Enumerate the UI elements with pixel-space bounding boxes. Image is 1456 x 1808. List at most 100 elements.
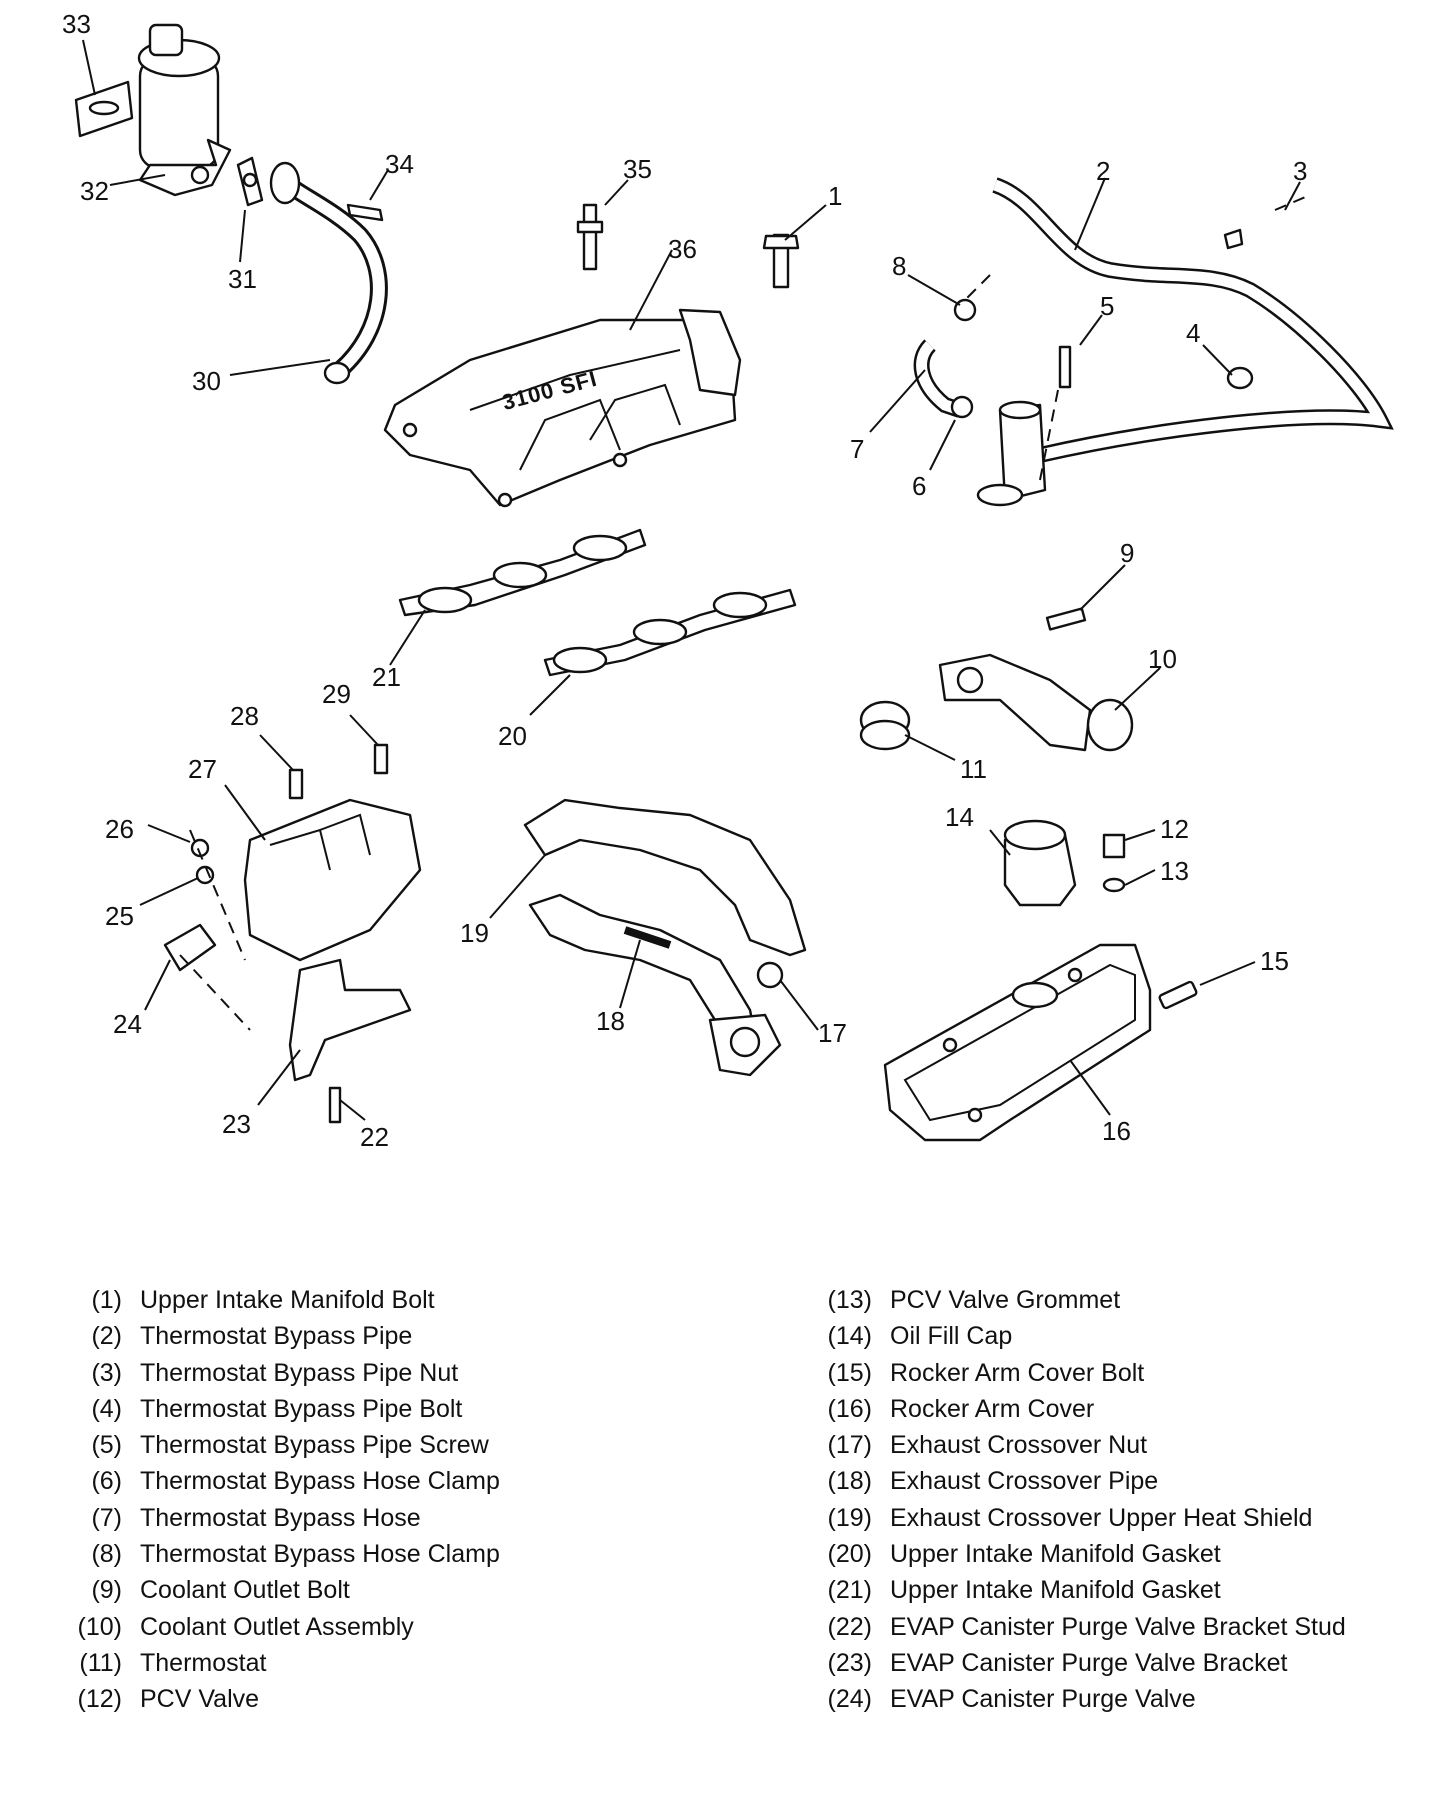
callout-5: 5 [1100,291,1114,321]
legend-item-number: (1) [91,1286,122,1314]
callout-7: 7 [850,434,864,464]
legend-item-number: (11) [79,1648,122,1677]
legend-item-number: (21) [827,1576,872,1605]
callout-23: 23 [222,1109,251,1139]
callout-34: 34 [385,149,414,179]
callout-8: 8 [892,251,906,281]
legend-item-label: Oil Fill Cap [890,1322,1013,1351]
legend-item: (12) PCV Valve [50,1681,500,1717]
legend-item-label: Exhaust Crossover Upper Heat Shield [890,1503,1313,1532]
legend-item-number: (5) [91,1431,122,1460]
callout-18: 18 [596,1006,625,1036]
legend-item: (15) Rocker Arm Cover Bolt [790,1355,1346,1391]
legend-item: (16) Rocker Arm Cover [790,1391,1346,1427]
legend-item: (24)EVAP Canister Purge Valve [790,1681,1346,1717]
legend-item: (17)Exhaust Crossover Nut [790,1427,1346,1463]
callout-9: 9 [1120,538,1134,568]
legend-item-number: (20) [827,1540,872,1569]
legend-item-label: Thermostat Bypass Pipe Screw [140,1431,489,1460]
legend-item-number: (4) [91,1394,122,1423]
legend-item-number: (7) [91,1503,122,1532]
legend-item: (14) Oil Fill Cap [790,1318,1346,1354]
callout-6: 6 [912,471,926,501]
legend-item-number: (19) [827,1503,872,1532]
legend-item-label: Thermostat Bypass Hose Clamp [140,1540,500,1569]
legend-item-label: Coolant Outlet Bolt [140,1576,350,1605]
legend-item: (11) Thermostat [50,1645,500,1681]
callout-29: 29 [322,679,351,709]
callout-3: 3 [1293,156,1307,186]
legend-item: (23)EVAP Canister Purge Valve Bracket [790,1645,1346,1681]
legend-item: (4) Thermostat Bypass Pipe Bolt [50,1391,500,1427]
callout-17: 17 [818,1018,847,1048]
callout-35: 35 [623,154,652,184]
legend-item-number: (2) [91,1322,122,1351]
legend-item: (19) Exhaust Crossover Upper Heat Shield [790,1500,1346,1536]
legend-item: (21)Upper Intake Manifold Gasket [790,1572,1346,1608]
legend-item-number: (12) [77,1685,122,1714]
upper-intake-manifold-illustration: 3100 SFI [383,308,742,508]
callout-28: 28 [230,701,259,731]
legend-item-label: EVAP Canister Purge Valve [890,1685,1196,1714]
callout-32: 32 [80,176,109,206]
callout-33: 33 [62,9,91,39]
callout-19: 19 [460,918,489,948]
legend-item: (1)Upper Intake Manifold Bolt [50,1282,500,1318]
legend-item: (6)Thermostat Bypass Hose Clamp [50,1463,499,1499]
callout-10: 10 [1148,644,1177,674]
callout-11: 11 [960,754,987,784]
legend-item-label: Thermostat Bypass Pipe [140,1322,413,1351]
callout-36: 36 [668,234,697,264]
legend-item-number: (3) [91,1358,122,1387]
legend-item-label: Thermostat Bypass Pipe Bolt [140,1394,463,1423]
legend-item-number: (17) [827,1431,872,1460]
legend-item: (7) Thermostat Bypass Hose [50,1500,500,1536]
callout-27: 27 [188,754,217,784]
callout-30: 30 [192,366,221,396]
legend-item-number: (9) [91,1576,122,1605]
legend-item: (18)Exhaust Crossover Pipe [790,1463,1346,1499]
callout-4: 4 [1186,318,1200,348]
callout-14: 14 [945,802,974,832]
legend-item: (5) Thermostat Bypass Pipe Screw [50,1427,500,1463]
legend-item-label: Rocker Arm Cover Bolt [890,1358,1145,1387]
egr-valve-illustration [74,23,232,197]
legend-item: (20)Upper Intake Manifold Gasket [790,1536,1346,1572]
rocker-arm-cover-illustration [883,943,1198,1142]
legend-item: (9) Coolant Outlet Bolt [50,1572,500,1608]
legend-item: (2) Thermostat Bypass Pipe [50,1318,500,1354]
legend-item-label: PCV Valve [140,1685,260,1714]
thermostat-bypass-illustration [913,177,1394,507]
legend-item-label: Thermostat Bypass Hose [140,1503,421,1532]
legend-item-label: EVAP Canister Purge Valve Bracket Stud [890,1612,1346,1641]
legend-item-label: EVAP Canister Purge Valve Bracket [890,1648,1288,1677]
legend-item-number: (14) [827,1322,872,1351]
legend-item-number: (15) [827,1358,872,1387]
callout-21: 21 [372,662,401,692]
coolant-outlet-illustration [859,607,1134,752]
callout-2: 2 [1096,156,1110,186]
legend-item-number: (13) [827,1286,872,1314]
legend-item-number: (22) [827,1612,872,1641]
legend-item-number: (8) [91,1540,122,1569]
legend-right-column: (13)PCV Valve Grommet(14)Oil Fill Cap(15… [790,1282,1346,1718]
legend-item-label: Coolant Outlet Assembly [140,1612,414,1641]
exhaust-crossover-illustration [523,798,807,1077]
leader-lines [82,39,1301,1121]
legend-item-label: Exhaust Crossover Pipe [890,1467,1159,1496]
intake-gaskets-illustration [398,528,797,677]
legend-item-number: (6) [91,1467,122,1496]
legend-item-number: (16) [827,1394,872,1423]
callout-15: 15 [1260,946,1289,976]
legend-item-label: Rocker Arm Cover [890,1394,1095,1423]
callout-25: 25 [105,901,134,931]
legend-item: (3)Thermostat Bypass Pipe Nut [50,1355,500,1391]
legend-item-label: Thermostat [140,1648,267,1677]
fastener-illustrations [576,203,800,289]
pcv-and-cap-illustration [1003,819,1126,907]
exploded-parts-diagram: 3100 SFI [62,9,1394,1152]
callout-labels: 33 32 31 34 30 35 36 1 2 3 8 5 4 7 6 9 1… [62,9,1307,1152]
legend-item: (8) Thermostat Bypass Hose Clamp [50,1536,500,1572]
legend-left-column: (1)Upper Intake Manifold Bolt (2) Thermost… [50,1282,500,1718]
legend-item: (10)Coolant Outlet Assembly [50,1609,500,1645]
